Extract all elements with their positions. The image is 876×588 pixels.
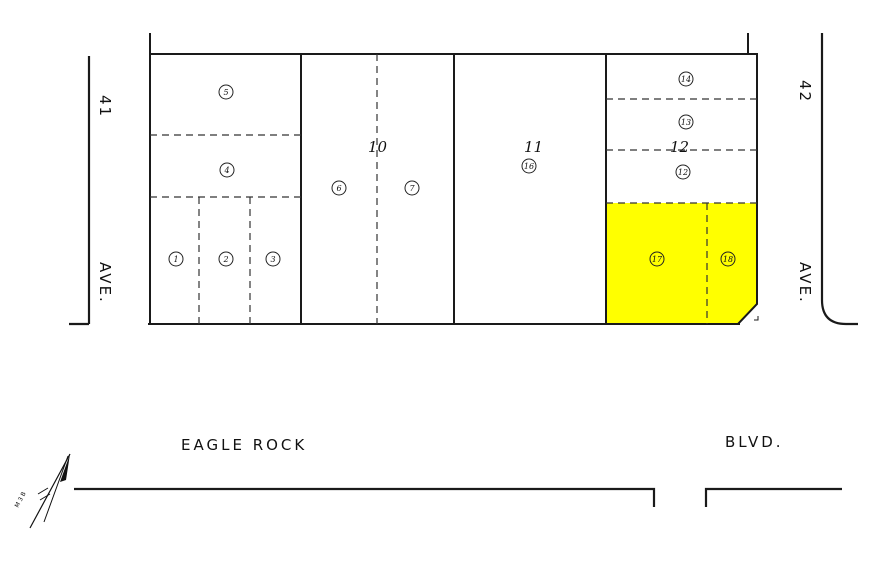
block-number-11: 11 [524, 138, 543, 156]
ave-42-street: 42 AVE. [796, 33, 858, 326]
parcel-7[interactable]: 7 [404, 180, 420, 196]
parcel-14[interactable]: 14 [678, 71, 694, 87]
parcel-5[interactable]: 5 [218, 84, 234, 100]
north-arrow-scale-text: M 3 B [14, 491, 28, 509]
parcel-16[interactable]: 16 [521, 158, 537, 174]
ave-42-number: 42 [796, 80, 814, 103]
parcel-number: 2 [222, 255, 228, 264]
dashed-lot-lines [150, 54, 757, 324]
eagle-rock-label: EAGLE ROCK [181, 436, 307, 454]
parcel-4[interactable]: 4 [219, 162, 235, 178]
parcel-number: 5 [223, 88, 228, 97]
parcel-number: 18 [723, 255, 733, 264]
ave-41-number: 41 [96, 95, 114, 118]
eagle-rock-blvd-street: EAGLE ROCK BLVD. [74, 433, 842, 507]
parcel-1[interactable]: 1 [168, 251, 184, 267]
highlighted-parcel-area[interactable] [606, 203, 757, 324]
ave-41-street: 41 AVE. [69, 56, 114, 326]
parcel-number: 12 [678, 168, 688, 177]
parcel-6[interactable]: 6 [331, 180, 347, 196]
parcel-number: 1 [173, 255, 178, 264]
parcel-number: 17 [652, 255, 663, 264]
parcel-number: 6 [336, 184, 341, 193]
parcel-number: 13 [681, 118, 691, 127]
parcel-number: 14 [681, 75, 691, 84]
north-arrow-icon: M 3 B [14, 453, 71, 529]
parcel-3[interactable]: 3 [265, 251, 281, 267]
block-number-12: 12 [670, 138, 689, 156]
blvd-label: BLVD. [725, 433, 784, 451]
parcel-number: 7 [409, 184, 415, 193]
parcel-2[interactable]: 2 [218, 251, 234, 267]
parcel-17[interactable]: 17 [649, 251, 665, 267]
block-number-10: 10 [368, 138, 388, 156]
ave-42-suffix: AVE. [796, 262, 814, 304]
parcel-13[interactable]: 13 [678, 114, 694, 130]
ave-41-suffix: AVE. [96, 262, 114, 304]
parcel-number: 3 [270, 255, 275, 264]
parcel-18[interactable]: 18 [720, 251, 736, 267]
parcel-number: 16 [524, 162, 534, 171]
parcel-12[interactable]: 12 [675, 164, 691, 180]
parcel-number: 4 [223, 166, 229, 175]
